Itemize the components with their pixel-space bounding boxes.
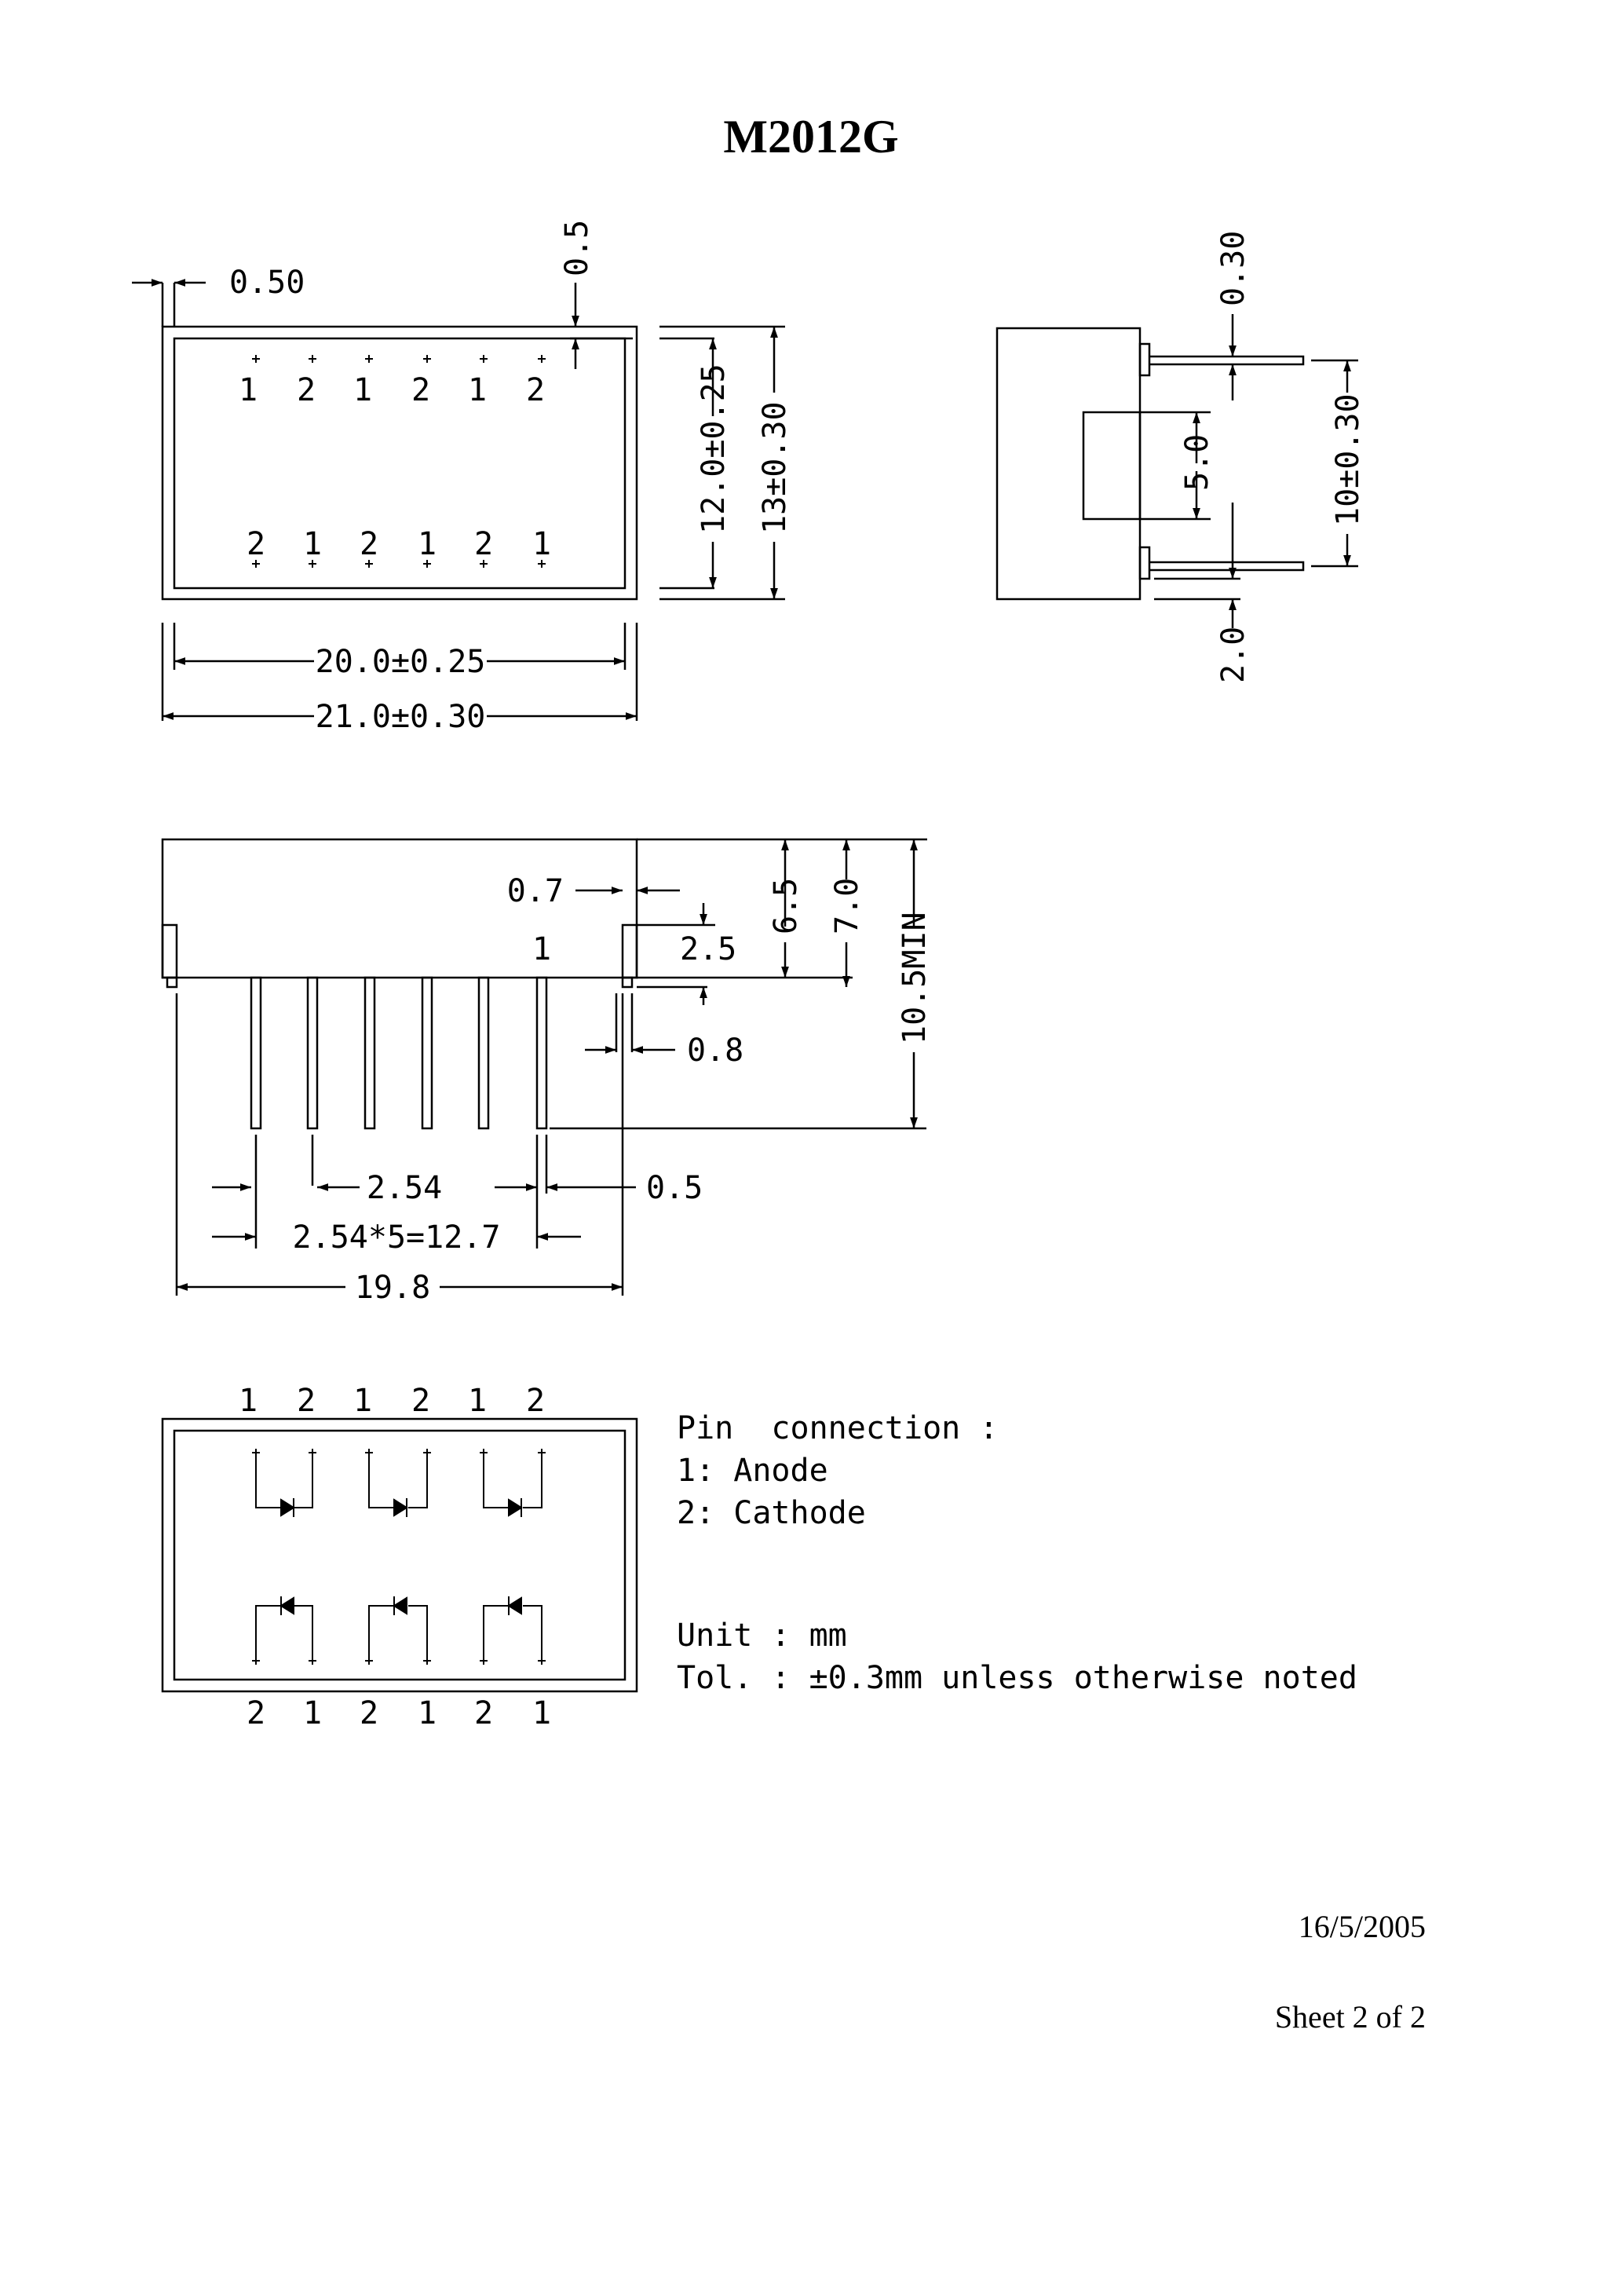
dim-standoff-height: 5.0 (1179, 434, 1215, 491)
pin-label: 2 (360, 1695, 378, 1731)
note-tolerance: Tol. : ±0.3mm unless otherwise noted (677, 1660, 1357, 1696)
dim-pitch-total: 2.54*5=12.7 (293, 1219, 501, 1256)
diode-icon (279, 1596, 294, 1615)
pin-label: 1 (468, 372, 487, 408)
circuit-outer-body (161, 1417, 638, 1693)
diode-icon (393, 1498, 408, 1517)
pin-label: 1 (239, 372, 258, 408)
side-lead-bottom (1149, 561, 1305, 572)
side-view-body (995, 327, 1142, 601)
dim-foot-width: 0.7 (507, 873, 564, 909)
circuit-view (161, 1417, 638, 1693)
front-pins (250, 976, 548, 1130)
dim-total-height: 7.0 (829, 878, 865, 934)
pin-label: 1 (353, 1383, 372, 1419)
pin-label: 2 (474, 1695, 493, 1731)
pin-label: 1 (239, 1383, 258, 1419)
dim-lead-length: 10.5MIN (897, 912, 933, 1044)
footer-date: 16/5/2005 (1298, 1909, 1426, 1944)
pin-label: 1 (532, 1695, 551, 1731)
front-view (161, 838, 927, 1296)
page-title: M2012G (723, 111, 899, 163)
top-view-outer-body (161, 325, 638, 601)
dim-inner-width: 20.0±0.25 (316, 644, 486, 680)
dim-inner-height: 12.0±0.25 (696, 364, 732, 534)
dim-lead-pitch: 10±0.30 (1330, 393, 1366, 526)
pin-label: 2 (474, 526, 493, 562)
top-view (132, 279, 785, 721)
dim-lead-thickness: 0.30 (1215, 231, 1251, 306)
dim-overall-width: 19.8 (355, 1270, 430, 1306)
led-circuits (252, 1449, 546, 1665)
pin-label: 2 (526, 372, 545, 408)
note-pin1: 1: Anode (677, 1453, 828, 1489)
pin1-label: 1 (532, 931, 551, 967)
circuit-inner-body (173, 1429, 627, 1681)
pin-label: 1 (418, 1695, 437, 1731)
diode-symbols (279, 1498, 523, 1615)
pin-label: 2 (247, 1695, 265, 1731)
pin-label: 2 (360, 526, 378, 562)
diode-icon (280, 1498, 295, 1517)
dim-outer-height: 13±0.30 (757, 401, 793, 534)
pin-label: 1 (468, 1383, 487, 1419)
side-lead-top (1149, 355, 1305, 366)
pin-label: 1 (353, 372, 372, 408)
side-view-standoff (1082, 411, 1142, 521)
footer-sheet: Sheet 2 of 2 (1274, 1999, 1426, 2035)
dim-pitch: 2.54 (367, 1170, 442, 1206)
diode-icon (507, 1596, 522, 1615)
dim-foot-gap: 0.8 (687, 1033, 743, 1069)
top-pin-markers (252, 355, 546, 568)
dim-foot-height: 2.5 (680, 931, 736, 967)
side-view (995, 314, 1358, 628)
notes: Pin connection : 1: Anode 2: Cathode Uni… (677, 1410, 1357, 1696)
pin-label: 1 (303, 526, 322, 562)
dim-lead-offset: 2.0 (1215, 627, 1251, 683)
pin-label: 1 (532, 526, 551, 562)
pin-label: 2 (247, 526, 265, 562)
pin-label: 2 (411, 372, 430, 408)
dimension-labels: 1 2 1 2 1 2 2 1 2 1 2 1 0.50 0.5 12.0±0.… (229, 220, 1366, 1731)
note-pin-connection: Pin connection : (677, 1410, 998, 1446)
dim-wall: 0.50 (229, 265, 305, 301)
note-unit: Unit : mm (677, 1618, 847, 1654)
top-view-inner-body (173, 337, 627, 590)
pin-label: 2 (297, 372, 316, 408)
pin-label: 1 (418, 526, 437, 562)
pin-label: 2 (526, 1383, 545, 1419)
diode-icon (508, 1498, 523, 1517)
pin-label: 2 (297, 1383, 316, 1419)
dim-pin-width: 0.5 (646, 1170, 703, 1206)
note-pin2: 2: Cathode (677, 1495, 866, 1531)
pin-label: 2 (411, 1383, 430, 1419)
dim-inset: 0.5 (559, 220, 595, 276)
dim-outer-width: 21.0±0.30 (316, 699, 486, 735)
pin-label: 1 (303, 1695, 322, 1731)
diode-icon (393, 1596, 407, 1615)
dim-body-height: 6.5 (768, 878, 804, 934)
front-view-body (161, 838, 638, 979)
